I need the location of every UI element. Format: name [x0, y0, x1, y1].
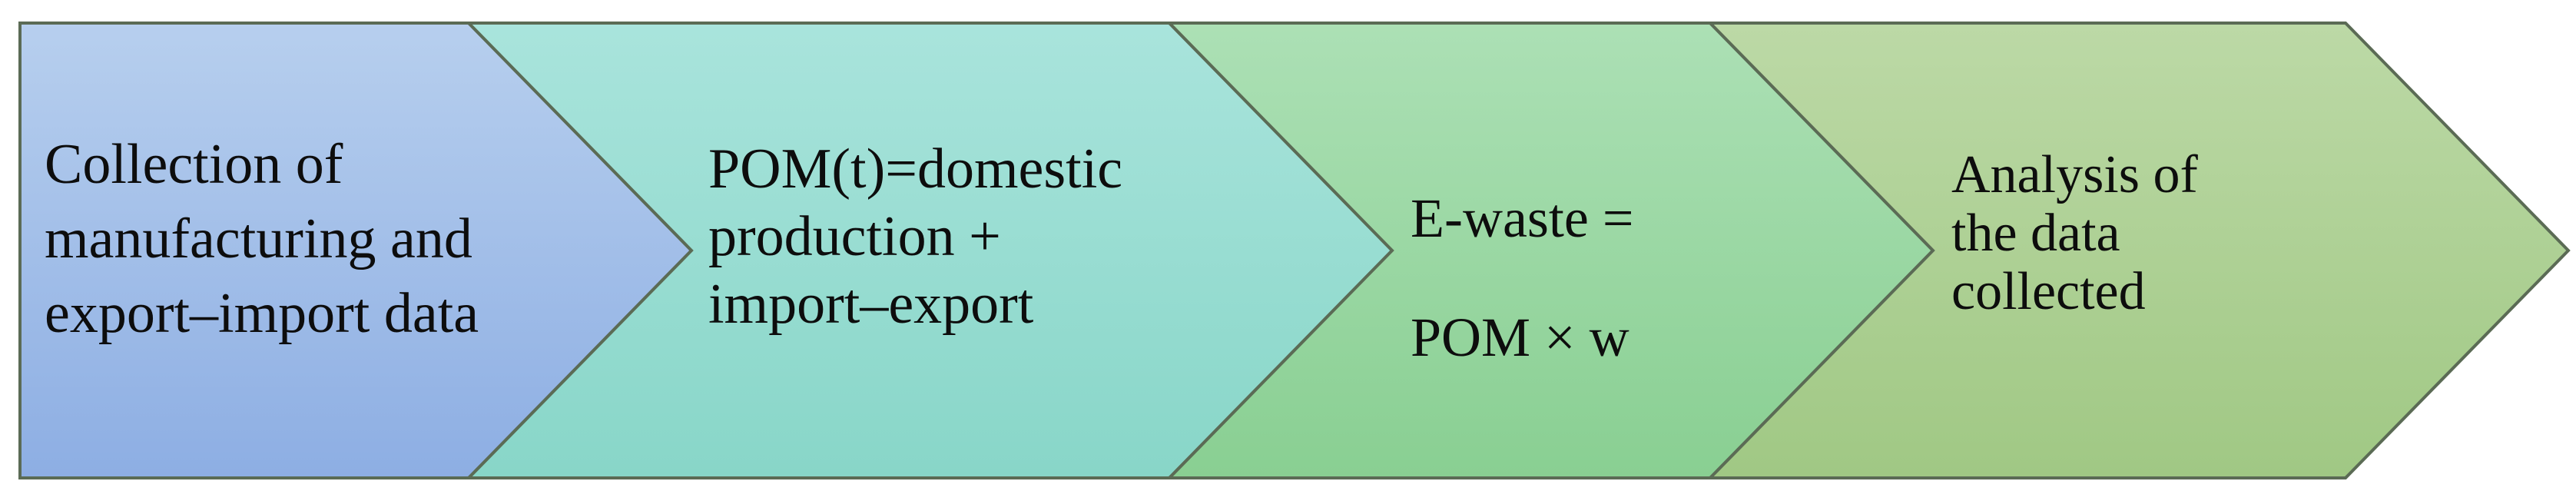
step-1-line-3: export–import data: [45, 282, 479, 345]
step-4-line-3: collected: [1951, 262, 2146, 321]
step-2-line-3: import–export: [708, 273, 1034, 336]
step-3-label: E-waste = POM × w: [1411, 159, 1634, 397]
step-4-line-2: the data: [1951, 204, 2120, 263]
step-2-line-1: POM(t)=domestic: [708, 138, 1123, 201]
step-1-line-1: Collection of: [45, 133, 343, 196]
step-3-line-2: POM × w: [1411, 307, 1629, 368]
step-4-chevron: [1706, 22, 2571, 479]
step-2-label: POM(t)=domestic production + import–expo…: [708, 135, 1122, 338]
step-3-line-1: E-waste =: [1411, 187, 1634, 249]
step-4-line-1: Analysis of: [1951, 145, 2198, 204]
step-4-label: Analysis of the data collected: [1951, 146, 2198, 321]
step-1-label: Collection of manufacturing and export–i…: [45, 128, 595, 351]
step-2-line-2: production +: [708, 205, 1001, 268]
step-1-line-2: manufacturing and: [45, 207, 472, 270]
